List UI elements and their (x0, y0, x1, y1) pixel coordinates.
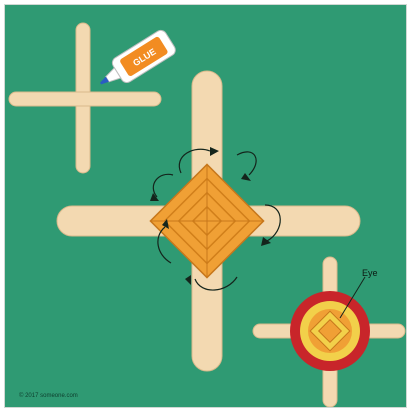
finished-gods-eye (253, 257, 405, 407)
eye-label: Eye (362, 268, 378, 278)
arrowhead-icon (261, 237, 271, 246)
arrow-path (153, 174, 173, 197)
arrow-path (237, 152, 256, 175)
glue-bottle-icon: GLUE (93, 28, 177, 95)
copyright-text: © 2017 someone.com (19, 393, 78, 399)
arrowhead-icon (185, 275, 191, 285)
illustration-board: GLUE (4, 4, 407, 408)
gods-eye-craft-illustration: GLUE (5, 5, 407, 408)
horizontal-stick (9, 92, 161, 106)
